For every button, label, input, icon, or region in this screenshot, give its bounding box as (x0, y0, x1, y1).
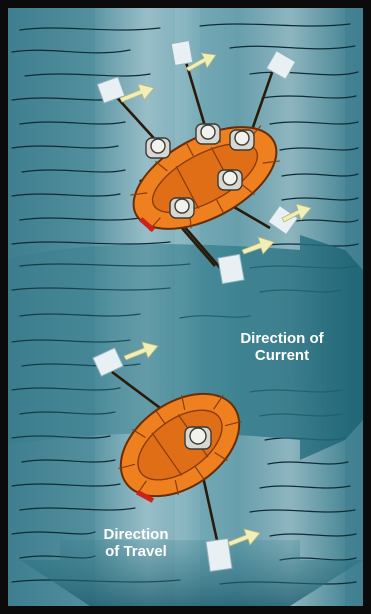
current-label-line1: Direction of (224, 330, 340, 347)
travel-label-line2: of Travel (96, 543, 176, 560)
oarsman-lower (185, 427, 211, 449)
current-direction-label: Direction of Current (224, 330, 340, 364)
current-label-line2: Current (224, 347, 340, 364)
travel-direction-label: Direction of Travel (96, 526, 176, 560)
travel-label-line1: Direction (96, 526, 176, 543)
